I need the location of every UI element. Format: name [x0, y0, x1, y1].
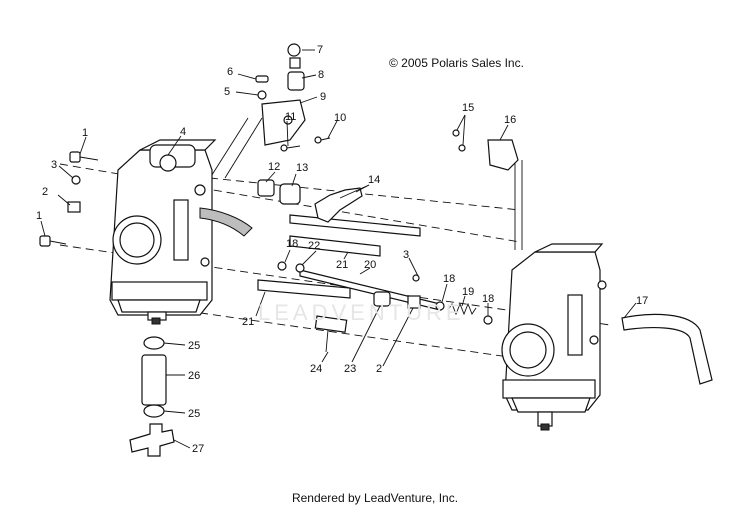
copyright-notice: © 2005 Polaris Sales Inc.: [389, 56, 524, 70]
watermark: LEADVENTURE: [258, 300, 465, 325]
callout-15: 15: [462, 102, 474, 114]
callout-23: 23: [344, 363, 356, 375]
callout-5: 5: [224, 86, 230, 98]
render-credit: Rendered by LeadVenture, Inc.: [291, 491, 459, 505]
callout-22: 22: [308, 240, 320, 252]
callout-12: 12: [268, 161, 280, 173]
callout-25-lower: 25: [188, 408, 200, 420]
callout-6: 6: [227, 66, 233, 78]
callout-2-left: 2: [42, 186, 48, 198]
callout-3-left: 3: [51, 159, 57, 171]
callout-18-left: 18: [286, 238, 298, 250]
callout-18-right: 18: [482, 293, 494, 305]
callout-25-upper: 25: [188, 340, 200, 352]
shafts: [257, 214, 441, 353]
callout-26: 26: [188, 370, 200, 382]
callout-1-lower: 1: [36, 210, 42, 222]
callout-4: 4: [180, 126, 186, 138]
callout-3-center: 3: [403, 249, 409, 261]
leader-lines: [40, 49, 637, 449]
callout-21-upper: 21: [336, 259, 348, 271]
left-carburetor: [109, 139, 253, 325]
callout-17: 17: [636, 295, 648, 307]
callout-20: 20: [364, 259, 376, 271]
callout-2-center: 2: [376, 363, 382, 375]
callout-10: 10: [334, 112, 346, 124]
callout-labels: 1 1 2 2 3 3 4 5 6 7 8 9 10 11 12 13 14 1…: [36, 44, 648, 455]
callout-21-lower: 21: [242, 316, 254, 328]
callout-1-upper: 1: [82, 127, 88, 139]
callout-8: 8: [318, 69, 324, 81]
callout-19: 19: [462, 286, 474, 298]
small-parts: [39, 43, 519, 457]
callout-11: 11: [285, 111, 296, 123]
callout-13: 13: [296, 162, 308, 174]
callout-9: 9: [320, 91, 326, 103]
callout-14: 14: [368, 174, 380, 186]
right-carburetor: [501, 243, 607, 431]
vent-hose: [621, 313, 713, 385]
callout-16: 16: [504, 114, 516, 126]
callout-7: 7: [317, 44, 323, 56]
callout-24: 24: [310, 363, 322, 375]
callout-18-center: 18: [443, 273, 455, 285]
callout-27: 27: [192, 443, 204, 455]
